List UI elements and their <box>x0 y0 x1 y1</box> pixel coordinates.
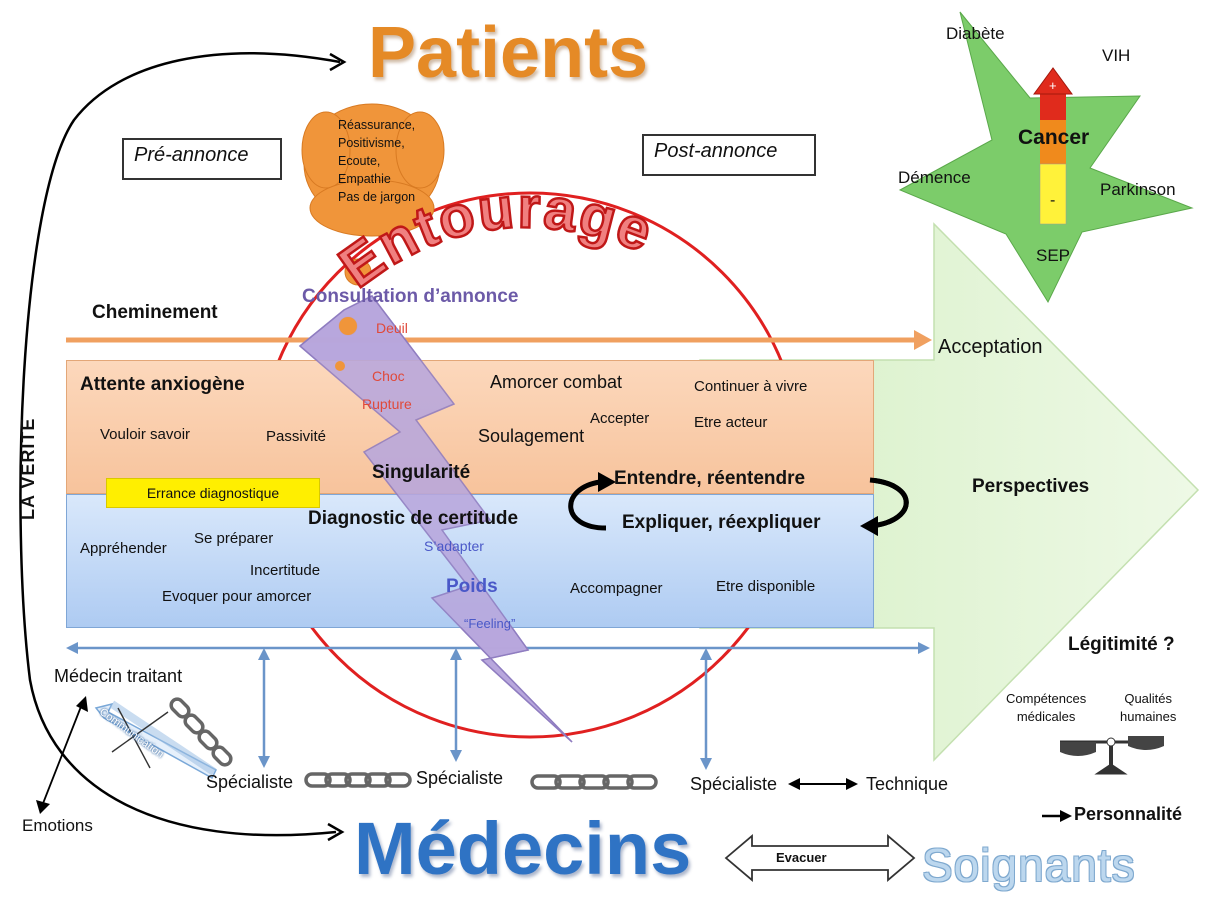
accompagner-label: Accompagner <box>570 580 663 597</box>
star-sep: SEP <box>1036 246 1071 265</box>
expliquer-label: Expliquer, réexpliquer <box>622 512 821 533</box>
chain-diagonal <box>169 697 233 767</box>
soignants-title: Soignants <box>922 839 1136 891</box>
gauge-arrow-head <box>1033 67 1073 95</box>
acceptation-label: Acceptation <box>938 336 1043 358</box>
etre-disponible-label: Etre disponible <box>716 578 816 595</box>
specialiste-1: Spécialiste <box>206 772 294 792</box>
incertitude-label: Incertitude <box>250 562 321 579</box>
star-vih: VIH <box>1102 46 1131 65</box>
orange-band <box>66 360 874 494</box>
etre-acteur-label: Etre acteur <box>694 414 768 431</box>
competences-label: Compétences médicales <box>1006 691 1087 724</box>
gauge-yellow <box>1039 163 1067 225</box>
cloud-text: Réassurance, Positivisme, Ecoute, Empath… <box>338 118 416 204</box>
rupture-label: Rupture <box>362 396 412 412</box>
balance-scale-icon <box>1060 736 1164 775</box>
la-verite-arrow <box>19 52 341 837</box>
vouloir-savoir-label: Vouloir savoir <box>100 426 191 443</box>
gauge-orange <box>1040 120 1066 164</box>
accepter-label: Accepter <box>590 410 650 427</box>
amorcer-combat-label: Amorcer combat <box>490 372 623 392</box>
post-annonce-box: Post-annonce <box>642 134 816 176</box>
gauge-minus: - <box>1050 192 1056 209</box>
diagnostic-label: Diagnostic de certitude <box>308 508 519 529</box>
star-parkinson: Parkinson <box>1100 180 1176 199</box>
vertical-arrows <box>262 652 708 764</box>
perspectives-label: Perspectives <box>972 476 1090 497</box>
evacuer-label: Evacuer <box>776 850 827 865</box>
cheminement-label: Cheminement <box>92 302 218 323</box>
entendre-label: Entendre, réentendre <box>614 468 806 489</box>
qualites-label: Qualités humaines <box>1120 691 1177 724</box>
chain-2 <box>530 774 658 790</box>
sadapter-label: S’adapter <box>424 538 484 554</box>
passivite-label: Passivité <box>266 428 327 445</box>
patients-title: Patients <box>368 13 649 93</box>
personnalite-label: Personnalité <box>1074 804 1183 824</box>
consultation-label: Consultation d’annonce <box>302 286 519 307</box>
apprehender-label: Appréhender <box>80 540 167 557</box>
technique-label: Technique <box>866 774 949 794</box>
se-preparer-label: Se préparer <box>194 530 274 547</box>
deuil-label: Deuil <box>376 320 408 336</box>
gauge-plus: + <box>1049 78 1057 93</box>
gauge-red <box>1040 94 1066 120</box>
errance-badge: Errance diagnostique <box>106 478 320 508</box>
medecin-traitant: Médecin traitant <box>54 666 183 686</box>
specialiste-3: Spécialiste <box>690 774 778 794</box>
evacuer-arrow <box>724 834 916 882</box>
star-demence: Démence <box>898 168 971 187</box>
continuer-label: Continuer à vivre <box>694 378 808 395</box>
emotions-label: Emotions <box>22 816 93 835</box>
attente-label: Attente anxiogène <box>80 374 245 395</box>
lightning-bolt-front <box>298 295 573 743</box>
poids-label: Poids <box>446 576 498 597</box>
la-verite-label: LA VERITE <box>18 417 38 520</box>
star-cancer: Cancer <box>1018 126 1090 149</box>
medecins-title: Médecins <box>354 807 692 890</box>
pre-annonce-box: Pré-annonce <box>122 138 282 180</box>
evoquer-label: Evoquer pour amorcer <box>162 588 312 605</box>
star-diabete: Diabète <box>946 24 1005 43</box>
chain-1 <box>304 772 412 788</box>
cloud <box>301 103 445 372</box>
singularite-label: Singularité <box>372 462 471 483</box>
soulagement-label: Soulagement <box>478 426 585 446</box>
legitimite-label: Légitimité ? <box>1068 634 1175 655</box>
feeling-label: “Feeling” <box>464 616 516 631</box>
choc-label: Choc <box>372 368 405 384</box>
specialiste-2: Spécialiste <box>416 768 504 788</box>
